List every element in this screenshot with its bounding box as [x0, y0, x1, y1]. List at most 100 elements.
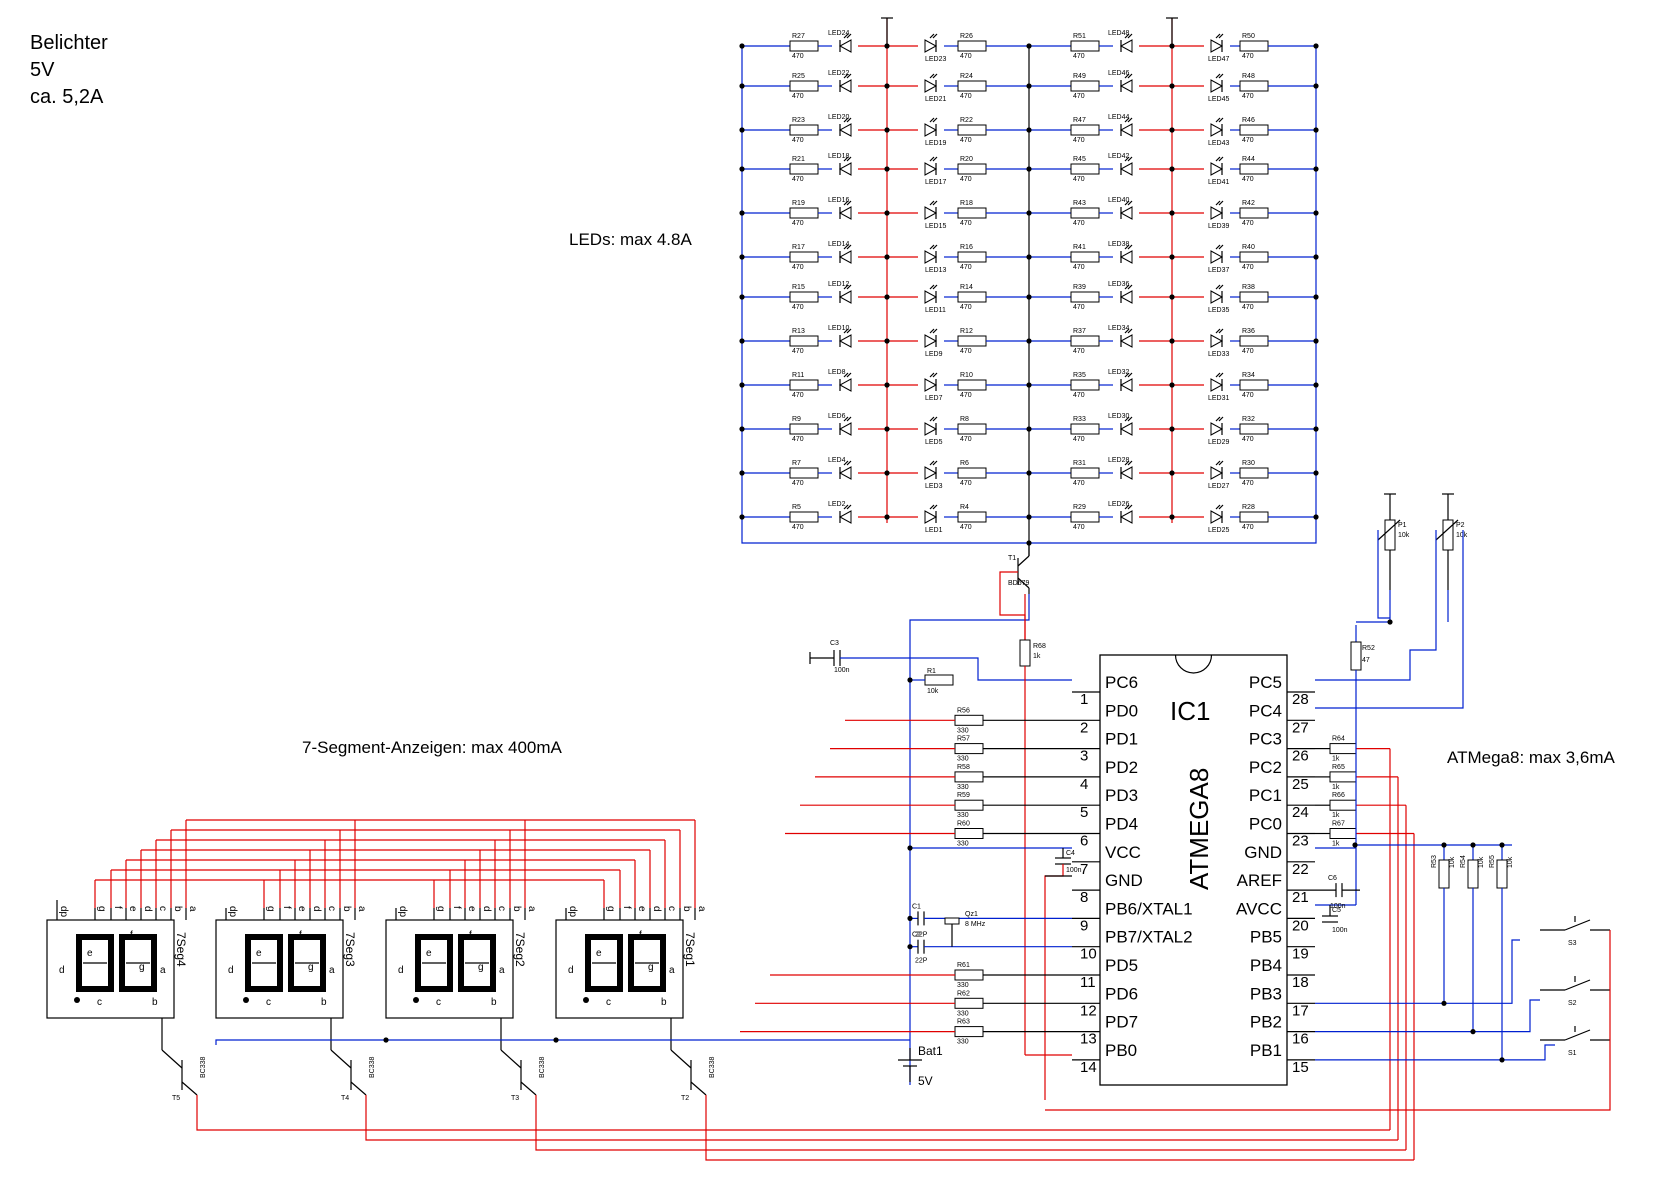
segment-face-label: d — [228, 965, 234, 976]
led-ray — [929, 200, 935, 206]
led-row: R13470LED10LED9R12470R37470LED34LED33R36… — [739, 325, 1319, 358]
resistor — [954, 771, 984, 783]
junction-dot — [1313, 294, 1319, 300]
led-body — [924, 39, 938, 53]
resistor-value: 470 — [1073, 480, 1085, 487]
ic-pin-number: 17 — [1292, 1002, 1309, 1019]
resistor-name: R32 — [1242, 416, 1255, 423]
digit-outline — [458, 934, 496, 992]
led-ray — [932, 284, 938, 290]
resistor-name: R21 — [792, 156, 805, 163]
segment-face-label: e — [87, 948, 93, 959]
resistor-value: 470 — [1242, 220, 1254, 227]
ic-pin-number: 19 — [1292, 946, 1309, 963]
led-ray — [846, 416, 852, 422]
resistor-value: 470 — [1073, 304, 1085, 311]
junction-dot — [1026, 426, 1032, 432]
resistor-name: R50 — [1242, 33, 1255, 40]
led-ray — [843, 460, 849, 466]
resistor — [957, 251, 987, 263]
led-name: LED13 — [925, 267, 947, 274]
led-body — [1119, 510, 1133, 524]
segment-face-label: f — [469, 930, 472, 941]
led-name: LED21 — [925, 96, 947, 103]
resistor — [924, 674, 954, 686]
led-body — [924, 250, 938, 264]
resistor-value: 470 — [960, 137, 972, 144]
led-symbol — [924, 284, 938, 304]
led-ray — [1124, 416, 1130, 422]
resistor — [789, 467, 819, 479]
led-body — [1119, 39, 1133, 53]
led-name: LED9 — [925, 351, 943, 358]
resistor-value: 470 — [960, 436, 972, 443]
led-body — [924, 79, 938, 93]
led-name: LED33 — [1208, 351, 1230, 358]
title-line-1: Belichter — [30, 32, 108, 54]
led-body — [1119, 290, 1133, 304]
ic-body — [1099, 654, 1288, 1086]
led-body — [838, 162, 852, 176]
led-ray — [929, 244, 935, 250]
ic-pin-number: 6 — [1080, 833, 1088, 850]
crystal — [944, 917, 960, 925]
segment-face-label: g — [139, 962, 145, 973]
segment-face-label: a — [329, 965, 335, 976]
ic-pin-number: 12 — [1080, 1002, 1097, 1019]
led-name: LED4 — [828, 457, 846, 464]
resistor-value: 470 — [1073, 264, 1085, 271]
resistor-value: 470 — [1073, 348, 1085, 355]
junction-dot — [884, 338, 890, 344]
resistor-value: 470 — [1073, 176, 1085, 183]
led-symbol — [1119, 244, 1133, 264]
led-body — [1210, 39, 1224, 53]
resistor-value: 470 — [1242, 304, 1254, 311]
led-ray — [932, 504, 938, 510]
resistor-value: 470 — [1073, 436, 1085, 443]
ic-pin-number: 13 — [1080, 1031, 1097, 1048]
junction-dot — [739, 210, 745, 216]
resistor — [1070, 124, 1100, 136]
led-ray — [1218, 33, 1224, 39]
transistor-value: BC338 — [709, 1056, 716, 1078]
segment-face-label: b — [491, 997, 497, 1008]
resistor-value: 330 — [957, 784, 969, 791]
led-name: LED25 — [1208, 527, 1230, 534]
led-symbol — [924, 117, 938, 137]
junction-dot — [1313, 166, 1319, 172]
ic-pin-number: 21 — [1292, 889, 1309, 906]
resistor-name: R27 — [792, 33, 805, 40]
cap-value: 22P — [915, 958, 928, 965]
resistor-name: R63 — [957, 1019, 970, 1026]
led-row: R15470LED12LED11R14470R39470LED36LED35R3… — [739, 281, 1319, 314]
junction-dot — [739, 166, 745, 172]
resistor-name: R40 — [1242, 244, 1255, 251]
led-symbol — [1119, 200, 1133, 220]
resistor-value: 1k — [1033, 653, 1041, 660]
led-body — [924, 206, 938, 220]
resistor-value: 10k — [1507, 856, 1514, 868]
segment-face-label: f — [299, 930, 302, 941]
led-name: LED16 — [828, 197, 850, 204]
led-ray — [1218, 504, 1224, 510]
display-pin-label: f — [621, 906, 632, 909]
led-body — [1210, 206, 1224, 220]
resistor-value: 470 — [792, 480, 804, 487]
led-ray — [1124, 244, 1130, 250]
junction-dot — [884, 514, 890, 520]
resistor — [789, 80, 819, 92]
led-ray — [932, 156, 938, 162]
junction-dot — [1026, 127, 1032, 133]
resistor-name: R17 — [792, 244, 805, 251]
segment-face-label: g — [308, 962, 314, 973]
resistor — [954, 799, 984, 811]
led-symbol — [1119, 117, 1133, 137]
segment-face-label: c — [436, 997, 441, 1008]
display-pin-label: b — [681, 906, 692, 912]
base-drive-wire — [535, 1120, 1406, 1151]
crystal-value: 8 MHz — [965, 921, 986, 928]
led-name: LED30 — [1108, 413, 1130, 420]
led-ray — [929, 328, 935, 334]
